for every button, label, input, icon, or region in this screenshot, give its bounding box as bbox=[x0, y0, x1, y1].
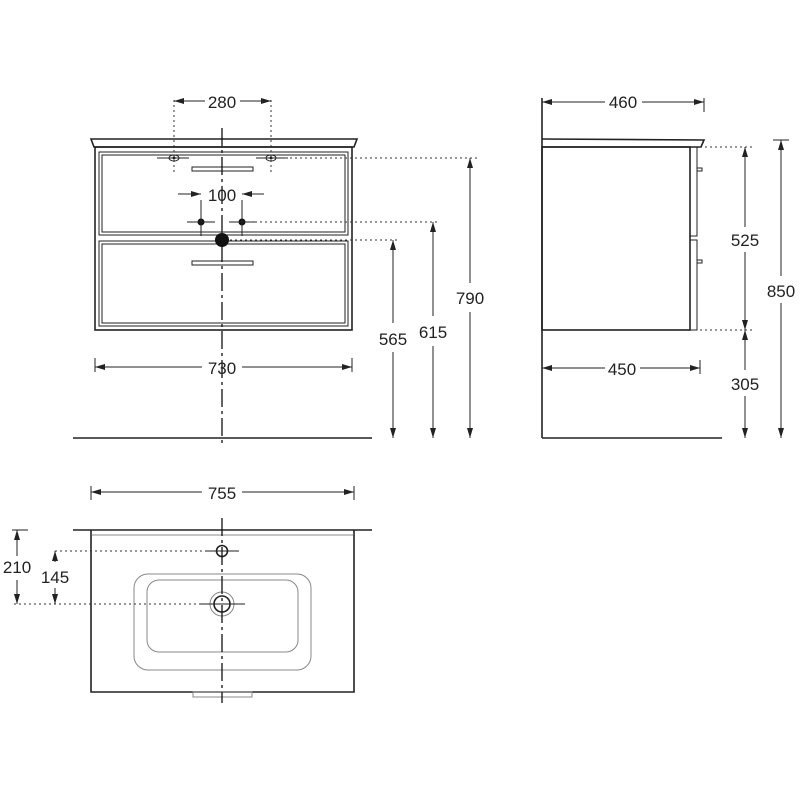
dim-100: 100 bbox=[208, 186, 236, 205]
dim-525: 525 bbox=[731, 231, 759, 250]
dim-280: 280 bbox=[208, 93, 236, 112]
dim-730: 730 bbox=[208, 359, 236, 378]
dim-755: 755 bbox=[208, 484, 236, 503]
lower-drawer bbox=[98, 240, 349, 327]
upper-drawer-front bbox=[689, 146, 698, 237]
side-view: 460 450 525 305 850 bbox=[541, 93, 795, 439]
front-view: 280 100 730 790 615 565 bbox=[73, 93, 484, 445]
dim-450: 450 bbox=[608, 360, 636, 379]
cabinet-side bbox=[541, 146, 691, 331]
dim-850: 850 bbox=[767, 282, 795, 301]
dim-615: 615 bbox=[419, 323, 447, 342]
dim-145: 145 bbox=[41, 568, 69, 587]
cabinet-body bbox=[94, 146, 353, 331]
countertop-side bbox=[541, 138, 706, 148]
lower-drawer-front bbox=[689, 239, 698, 331]
tap-hole-icon bbox=[256, 154, 288, 162]
dim-460: 460 bbox=[609, 93, 637, 112]
top-view: 755 210 145 bbox=[3, 484, 372, 703]
dim-305: 305 bbox=[731, 375, 759, 394]
dim-210: 210 bbox=[3, 558, 31, 577]
dim-565: 565 bbox=[379, 330, 407, 349]
tap-hole-icon bbox=[157, 154, 189, 162]
handle-side bbox=[696, 259, 703, 264]
handle-side bbox=[696, 167, 703, 172]
dim-790: 790 bbox=[456, 289, 484, 308]
countertop bbox=[89, 138, 359, 148]
